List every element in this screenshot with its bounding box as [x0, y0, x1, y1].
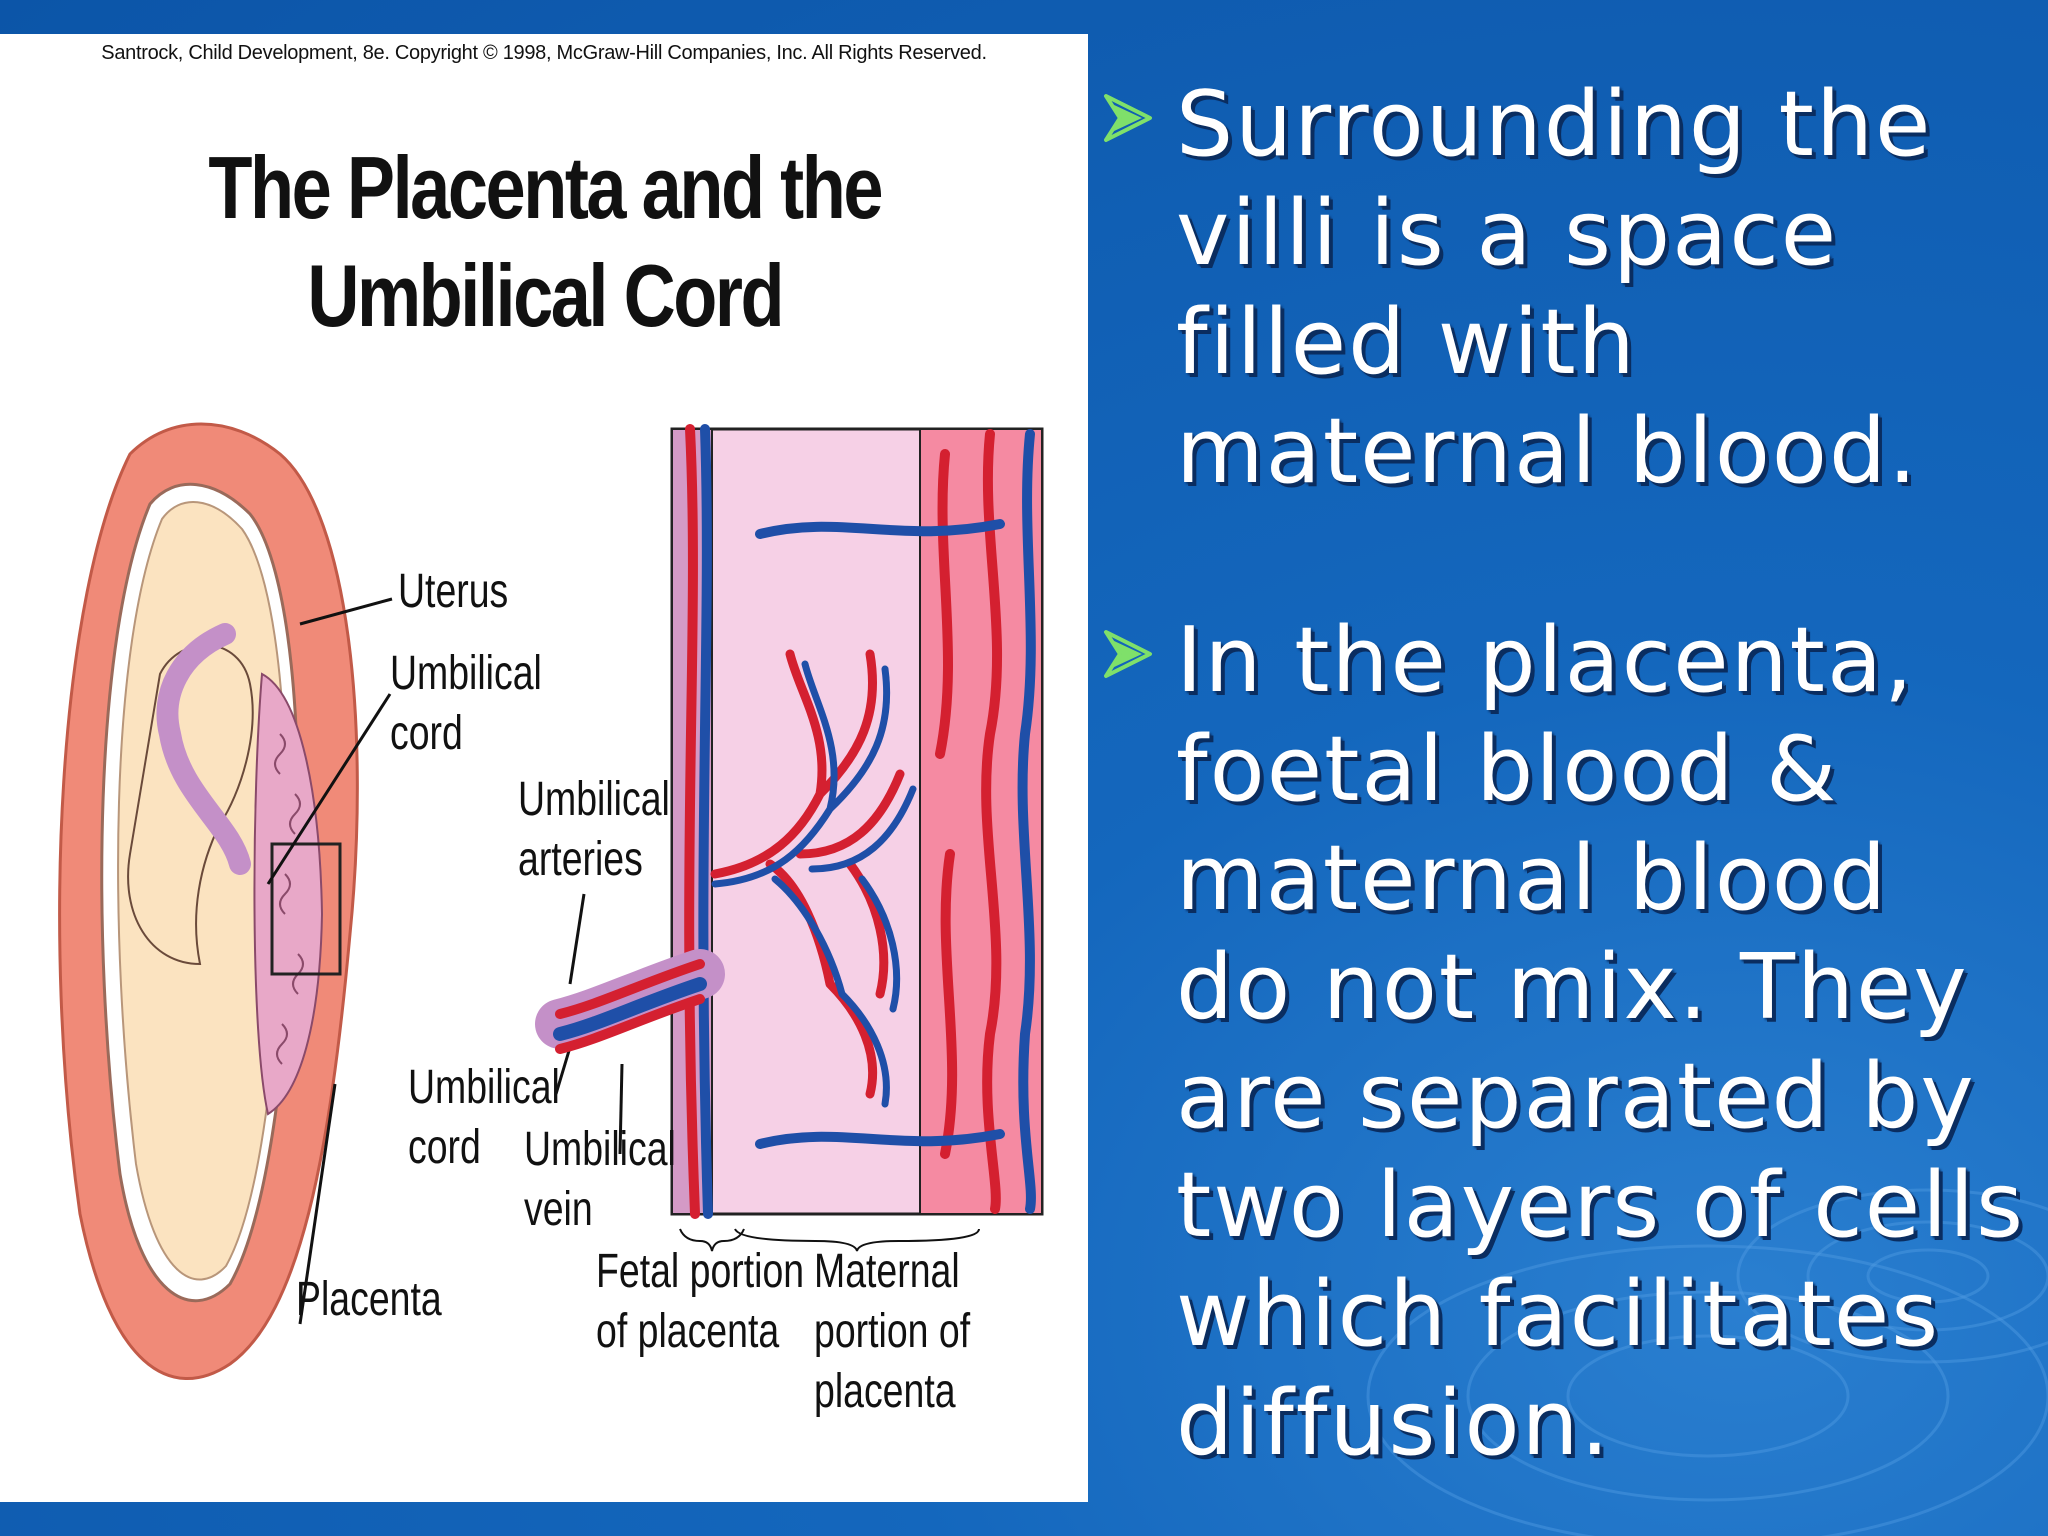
label-umbilical-cord-bottom: Umbilical cord: [408, 1061, 560, 1174]
figure-title: The Placenta and the Umbilical Cord: [208, 138, 883, 345]
bullet-list: Surrounding the villi is a space filled …: [1090, 70, 2030, 1478]
arrow-bullet-icon: [1104, 630, 1152, 678]
label-uterus: Uterus: [398, 565, 509, 618]
placenta-shape: [253, 672, 324, 1116]
bullet-text: Surrounding the villi is a space filled …: [1176, 72, 1933, 504]
label-umbilical-cord-top: Umbilical cord: [390, 647, 542, 760]
placenta-diagram: Santrock, Child Development, 8e. Copyrig…: [0, 34, 1088, 1502]
label-placenta: Placenta: [296, 1273, 442, 1326]
villi-vein: [711, 660, 917, 1108]
label-umbilical-vein: Umbilical vein: [524, 1123, 676, 1236]
bullet-text: In the placenta, foetal blood & maternal…: [1176, 608, 2025, 1476]
inset-box: [270, 842, 342, 976]
label-fetal-portion: Fetal portion of placenta: [596, 1245, 805, 1358]
label-umbilical-arteries: Umbilical arteries: [518, 773, 670, 886]
arrow-bullet-icon: [1104, 94, 1152, 142]
copyright-notice: Santrock, Child Development, 8e. Copyrig…: [101, 42, 987, 64]
bullet-item: In the placenta, foetal blood & maternal…: [1090, 606, 2030, 1478]
bullet-item: Surrounding the villi is a space filled …: [1090, 70, 2030, 506]
label-maternal-portion: Maternal portion of placenta: [814, 1245, 971, 1418]
placenta-illustration: [58, 422, 1044, 1380]
cord-curl: [156, 623, 251, 875]
